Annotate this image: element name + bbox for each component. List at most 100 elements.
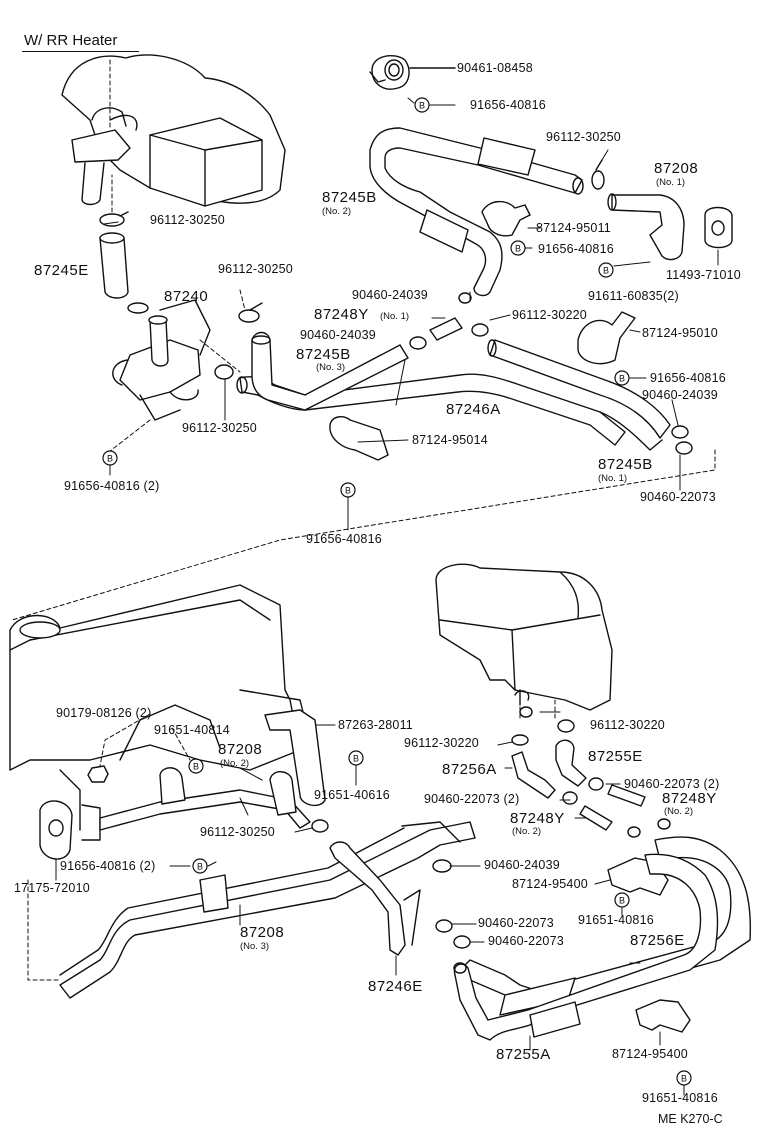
hose-clamp-96112-30250-a [591,159,605,190]
label-91656-40816-b: 91656-40816 [538,242,614,256]
pipe-87208-no2 [99,767,311,831]
label-96112-30250-c: 96112-30250 [218,262,293,276]
label-96112-30220-a: 96112-30220 [512,308,587,322]
label-87124-95014: 87124-95014 [412,433,488,447]
label-90460-22073-a: 90460-22073 [640,490,716,504]
label-91656-40816-a: 91656-40816 [470,98,546,112]
hose-87245b-no1 [487,339,671,451]
label-96112-30250-b: 96112-30250 [150,213,225,227]
label-87263-28011: 87263-28011 [338,718,413,732]
hose-clamps-bottom [311,706,671,949]
label-87248y-no1-sub: (No. 1) [380,311,410,322]
hose-87245e [99,232,129,299]
label-17175-72010: 17175-72010 [14,881,90,895]
label-91656-40816-d: 91656-40816 [306,532,382,546]
label-90460-22073-b: 90460-22073 [478,916,554,930]
label-87246a: 87246A [446,401,501,418]
label-87248y-no2-b: 87248Y [510,810,565,827]
label-87208-no3-sub: (No. 3) [240,941,270,952]
hose-clamp-96112-30250-c [99,211,129,227]
label-87245b-no1-sub: (No. 1) [598,473,628,484]
hose-87208-no1 [607,193,685,261]
label-91651-40816-b: 91651-40816 [642,1091,718,1105]
label-90460-24039-d: 90460-24039 [484,858,560,872]
label-87248y-no2-b-sub: (No. 2) [512,826,542,837]
connector-87248y-no2 [579,784,646,831]
label-96112-30250-a: 96112-30250 [546,130,621,144]
label-87245b-no3: 87245B [296,346,351,363]
gasket-17175-72010 [39,800,101,860]
nut-90179-08126 [87,765,109,783]
bracket-87263-28011 [264,709,326,807]
bolt-marker-letter: B [619,374,625,384]
label-87245b-no2-sub: (No. 2) [322,206,352,217]
label-87248y-no2-a: 87248Y [662,790,717,807]
bracket-87124-95014 [329,416,389,461]
label-90460-22073-c: 90460-22073 [488,934,564,948]
label-96112-30250-e: 96112-30250 [200,825,275,839]
bolt-marker-letter: B [419,101,425,111]
label-96112-30220-b: 96112-30220 [590,718,665,732]
label-90460-22073-2b: 90460-22073 (2) [424,792,520,806]
leader-lines-bottom [55,711,685,1096]
water-valve-87240 [112,299,211,421]
label-87208-no1: 87208 [654,160,699,177]
label-87124-95011: 87124-95011 [536,221,611,235]
connector-87248y-no1 [409,292,693,455]
hose-87245b-no2 [369,127,584,297]
label-87245b-no3-sub: (No. 3) [316,362,346,373]
label-87256a: 87256A [442,761,497,778]
title-underline [22,51,139,53]
diagram-title: W/ RR Heater [24,32,118,49]
label-96112-30220-c: 96112-30220 [404,736,479,750]
bolt-marker-letter: B [193,762,199,772]
engine-block-top [61,54,286,207]
label-87208-no2-sub: (No. 2) [220,758,250,769]
label-90460-24039-c: 90460-24039 [642,388,718,402]
engine-block-bottom [9,584,311,831]
label-90179-08126: 90179-08126 (2) [56,706,152,720]
label-87248y-no2-a-sub: (No. 2) [664,806,694,817]
diagram-code: ME K270-C [658,1112,723,1126]
hose-87256a [511,751,556,799]
label-91651-40616: 91651-40616 [314,788,390,802]
bolt-marker-letter: B [603,266,609,276]
hose-87255a [453,853,719,1041]
label-91656-40816-2b: 91656-40816 (2) [60,859,156,873]
label-90461-08458: 90461-08458 [457,61,533,75]
label-91651-40814: 91651-40814 [154,723,230,737]
label-91611-60835: 91611-60835(2) [588,289,679,303]
label-87245e-a: 87245E [34,262,89,279]
label-87256e: 87256E [630,932,685,949]
label-96112-30250-d: 96112-30250 [182,421,257,435]
label-91651-40816-a: 91651-40816 [578,913,654,927]
label-87255e-a: 87255E [588,748,643,765]
label-87208-no2: 87208 [218,741,263,758]
bolt-marker-letter: B [619,896,625,906]
pipe-87208-no3 [59,821,476,999]
label-87245b-no2: 87245B [322,189,377,206]
label-91656-40816-c: 91656-40816 [650,371,726,385]
hose-clamp-96112-30250-d [214,302,263,380]
label-90460-22073-2a: 90460-22073 (2) [624,777,720,791]
bolt-marker-letters: B B B B B B B B B B B [107,101,687,1084]
hose-87255e [555,739,587,787]
label-87246e: 87246E [368,978,423,995]
bolt-marker-letter: B [353,754,359,764]
label-87248y-no1: 87248Y [314,306,369,323]
label-87255a: 87255A [496,1046,551,1063]
label-90460-24039-a: 90460-24039 [352,288,428,302]
label-87240: 87240 [164,288,209,305]
label-11493-71010: 11493-71010 [666,268,741,282]
label-87124-95400-a: 87124-95400 [512,877,588,891]
leader-lines-top [103,97,719,531]
bolt-markers [102,97,692,1086]
grommet-90461-08458 [369,54,456,90]
label-91656-40816-2: 91656-40816 (2) [64,479,160,493]
bolt-marker-letter: B [345,486,351,496]
label-87124-95010: 87124-95010 [642,326,718,340]
hose-87246e [329,841,421,956]
hose-87245b-no3 [251,331,409,411]
label-87124-95400-b: 87124-95400 [612,1047,688,1061]
